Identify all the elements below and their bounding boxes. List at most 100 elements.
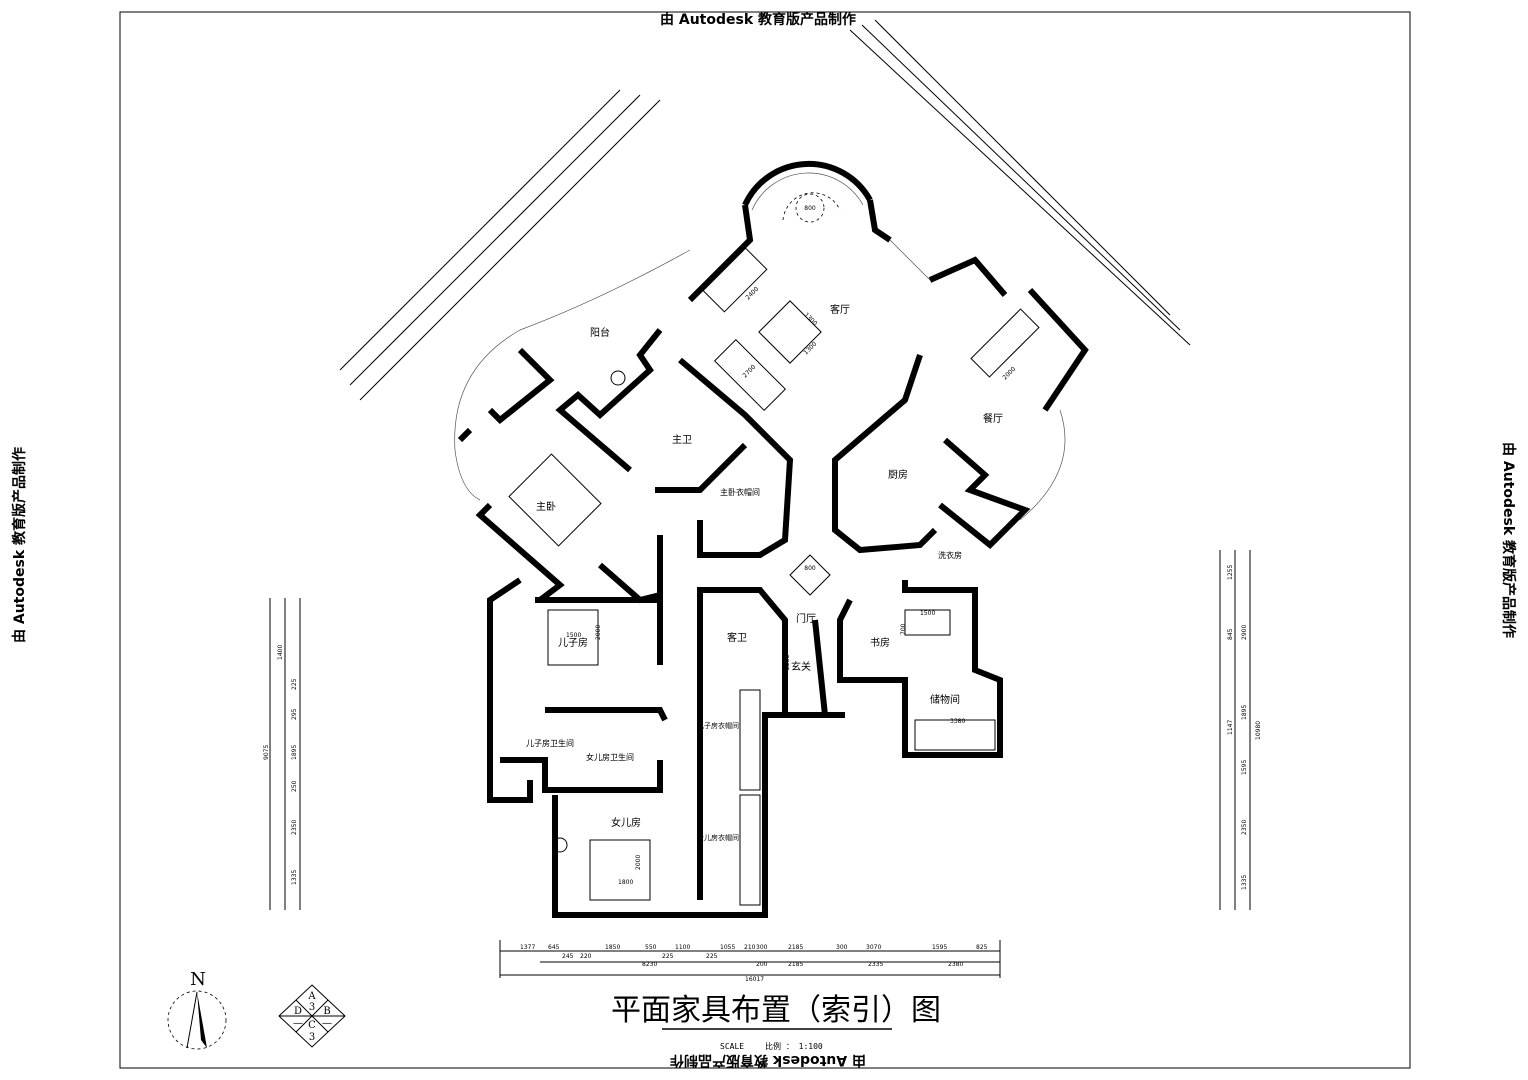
study-desk xyxy=(904,609,951,636)
index-left-num: — xyxy=(293,1018,303,1029)
bottom-dim: 3070 xyxy=(866,944,881,951)
bottom-dim: 825 xyxy=(976,944,988,951)
sofa xyxy=(702,247,768,313)
foyer-table-symbol: 800 xyxy=(789,554,831,596)
index-top: A xyxy=(307,991,316,1002)
left-dim: 1335 xyxy=(291,870,298,885)
section-index-icon: A 3 D — B — C 3 xyxy=(278,984,346,1048)
watermark-top: 由 Autodesk 教育版产品制作 xyxy=(660,11,856,28)
bottom-dim: 1100 xyxy=(675,944,690,951)
bottom-dim-total: 16017 xyxy=(745,976,764,983)
right-dim: 1255 xyxy=(1227,565,1234,580)
bottom-dim: 1055 xyxy=(720,944,735,951)
right-dim: 1895 xyxy=(1241,705,1248,720)
desk-dim: 1500 xyxy=(920,610,935,617)
left-dim: 2350 xyxy=(291,820,298,835)
left-dim: 1400 xyxy=(277,645,284,660)
index-left: D xyxy=(294,1006,302,1017)
bottom-dim: 225 xyxy=(706,953,718,960)
daughter-bed-dim: 1800 xyxy=(618,879,633,886)
furniture xyxy=(508,192,1040,906)
dimension-lines-right xyxy=(1219,550,1251,910)
bottom-dim: 200 xyxy=(756,961,768,968)
son-wardrobe xyxy=(739,689,761,791)
right-dim: 845 xyxy=(1227,628,1234,640)
foyer-table-dim: 800 xyxy=(804,565,816,572)
room-label-master-closet: 主卧衣帽间 xyxy=(720,487,760,497)
son-bed xyxy=(547,609,599,666)
daughter-wardrobe xyxy=(739,794,761,906)
room-label-kitchen: 厨房 xyxy=(888,468,908,481)
daughter-bed-dim: 2000 xyxy=(635,855,642,870)
right-dim: 1147 xyxy=(1227,720,1234,735)
room-label-daughter-bath: 女儿房卫生间 xyxy=(586,752,634,762)
sofa-2 xyxy=(713,338,787,412)
left-dim-total: 9075 xyxy=(263,745,270,760)
bottom-dim: 1595 xyxy=(932,944,947,951)
scale-label: SCALE xyxy=(720,1042,744,1051)
room-label-son-bath: 儿子房卫生间 xyxy=(526,738,574,748)
bottom-dim: 220 xyxy=(580,953,592,960)
master-bed xyxy=(508,453,602,547)
index-right-num: — xyxy=(322,1018,332,1029)
room-label-living: 客厅 xyxy=(830,303,850,316)
sofa2-dim: 2700 xyxy=(741,364,757,380)
room-label-dining: 餐厅 xyxy=(983,412,1003,425)
room-label-master-bath: 主卫 xyxy=(672,434,692,446)
left-dim: 1895 xyxy=(291,745,298,760)
room-label-son-closet: 儿子房衣帽间 xyxy=(697,721,739,730)
bottom-dim: 210 xyxy=(744,944,756,951)
north-label: N xyxy=(190,969,206,990)
right-dim-labels: 1255 2900 845 1147 1895 1595 2350 1335 1… xyxy=(1227,565,1262,890)
index-bottom: C xyxy=(308,1020,316,1031)
sofa-dim: 2400 xyxy=(744,286,760,302)
right-dim: 2350 xyxy=(1241,820,1248,835)
left-dim-labels: 1400 225 295 1895 250 2350 1335 9075 xyxy=(263,645,298,885)
right-dim: 1335 xyxy=(1241,875,1248,890)
north-arrow-icon: N xyxy=(167,969,227,1050)
bottom-dim: 550 xyxy=(645,944,657,951)
index-top-num: 3 xyxy=(309,1002,315,1013)
bottom-dim: 2185 xyxy=(788,961,803,968)
bottom-dim: 1377 xyxy=(520,944,535,951)
bottom-dim: 300 xyxy=(836,944,848,951)
bottom-dim: 645 xyxy=(548,944,560,951)
right-dim: 2900 xyxy=(1241,625,1248,640)
round-table-dim: 800 xyxy=(804,205,816,212)
room-label-balcony: 阳台 xyxy=(590,326,610,339)
bottom-dim: 300 xyxy=(756,944,768,951)
room-label-study: 书房 xyxy=(870,636,890,649)
dining-dim: 2000 xyxy=(1001,366,1017,382)
room-label-master-bed: 主卧 xyxy=(536,500,556,513)
walls xyxy=(454,160,1089,918)
room-label-entry: 玄关 xyxy=(791,660,811,673)
bottom-dim: 2185 xyxy=(788,944,803,951)
watermark-right: 由 Autodesk 教育版产品制作 xyxy=(1500,442,1517,638)
entry-dim: 2283 xyxy=(784,655,791,670)
rug-dim: 1300 xyxy=(803,311,819,327)
daughter-bed xyxy=(589,839,651,901)
right-dim-total: 10980 xyxy=(1255,721,1262,740)
left-dim: 250 xyxy=(291,780,298,792)
bottom-dim: 2380 xyxy=(948,961,963,968)
drawing-frame xyxy=(119,11,1411,1069)
room-label-daughter-closet: 女儿房衣帽间 xyxy=(697,833,739,842)
left-dim: 295 xyxy=(291,708,298,720)
room-labels: 阳台 客厅 主卫 主卧 主卧衣帽间 餐厅 厨房 洗衣房 门厅 书房 储物间 玄关… xyxy=(526,303,1003,842)
bottom-dimensions: 1377 645 1850 550 1100 1055 210 300 2185… xyxy=(499,940,1001,983)
round-table xyxy=(795,193,825,223)
room-label-laundry: 洗衣房 xyxy=(938,550,962,560)
watermark-bottom: 由 Autodesk 教育版产品制作 xyxy=(670,1052,866,1069)
dining-table xyxy=(970,308,1040,378)
bottom-dim: 225 xyxy=(662,953,674,960)
storage-dim: 3380 xyxy=(950,718,965,725)
dimension-lines-left xyxy=(269,598,301,910)
index-right: B xyxy=(323,1006,330,1017)
bottom-dim: 245 xyxy=(562,953,574,960)
son-bed-dim: 1500 xyxy=(566,632,581,639)
left-dim: 225 xyxy=(291,678,298,690)
desk-dim: 700 xyxy=(900,623,907,635)
bottom-dim: 8230 xyxy=(642,961,657,968)
index-bottom-num: 3 xyxy=(309,1032,315,1043)
